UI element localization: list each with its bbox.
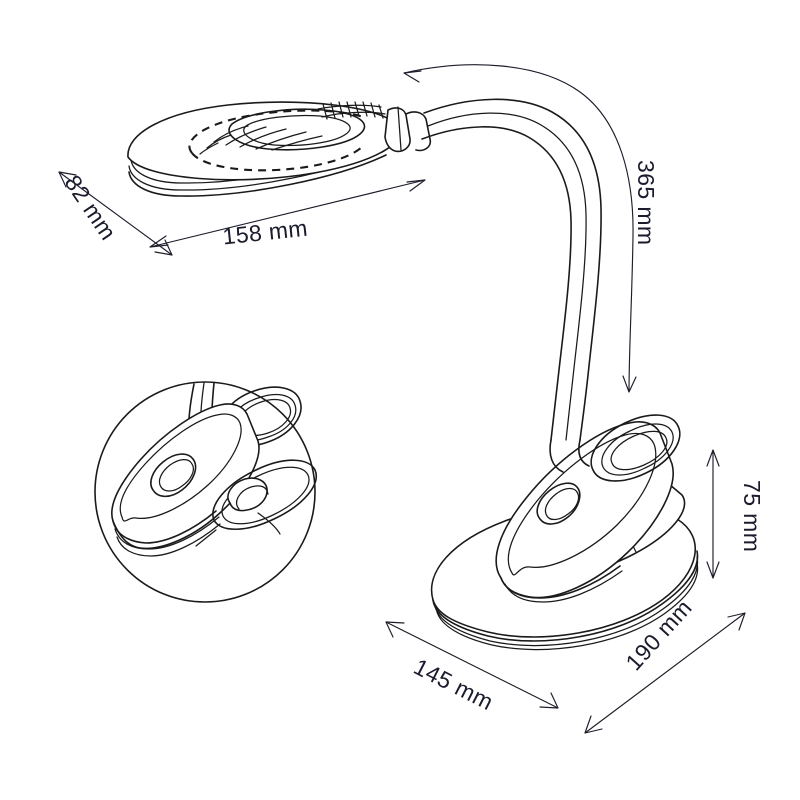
dimension-base-depth: [385, 621, 559, 709]
dimension-label-82mm: 82 mm: [60, 170, 122, 244]
gooseneck-arm: [421, 98, 602, 441]
dimension-label-365mm: 365 mm: [633, 160, 659, 245]
dimension-head-width: [149, 179, 426, 248]
detail-circle: [94, 381, 317, 603]
dimension-base-width: [584, 612, 746, 734]
lamp-head: [127, 101, 432, 197]
head-joint: [384, 106, 432, 153]
dimension-arm-height: [403, 64, 637, 393]
head-vent: [317, 101, 386, 120]
dimension-clamp-height: [706, 449, 720, 579]
dimension-label-75mm: 75 mm: [739, 480, 765, 552]
dimension-label-158mm: 158 mm: [221, 215, 309, 250]
dimension-label-145mm: 145 mm: [410, 653, 498, 715]
base-clamp-assembly: [430, 414, 699, 651]
clamp-body: [495, 414, 681, 603]
